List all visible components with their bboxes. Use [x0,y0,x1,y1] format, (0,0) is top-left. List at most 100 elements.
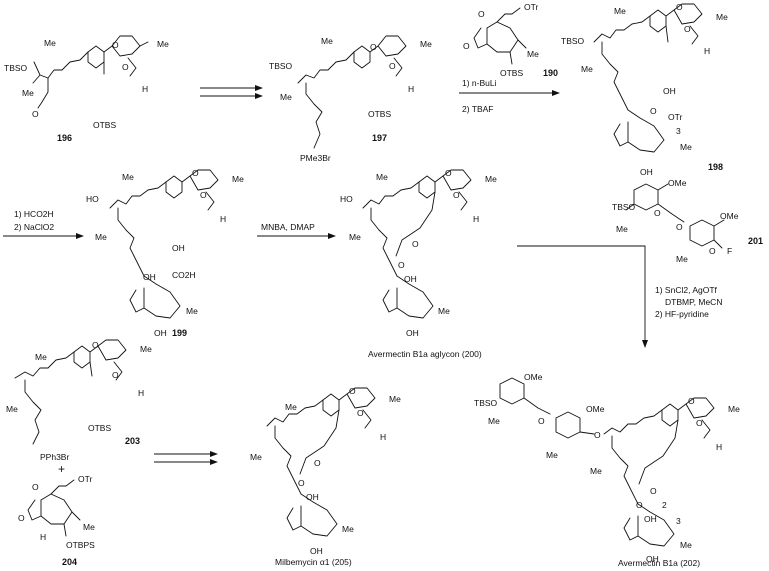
196-label-5: O [112,40,119,50]
205-label-4: OH [306,492,319,502]
198-label-2: Me [581,64,593,74]
205-label-9: Me [389,394,401,404]
203-label-4: O [92,340,99,350]
198-label-9: O [676,2,683,12]
196-label-3: O [32,109,39,119]
204-label-1: OTr [78,474,92,484]
201-id: 201 [748,236,763,246]
197-label-1: Me [321,36,333,46]
190-label-4: OTBS [500,68,523,78]
199-label-8: O [192,168,199,178]
202-label-5: O [538,416,545,426]
plus-sign: + [58,462,65,476]
arrow-197-198-cond-0: 1) n-BuLi [462,78,497,88]
204-label-0: O [32,482,39,492]
203-label-7: H [138,388,144,398]
202-label-0: TBSO [474,398,498,408]
203-label-1: Me [6,404,18,414]
199-label-2: Me [95,232,107,242]
arrow-197-198: 1) n-BuLi 2) TBAF [459,78,560,114]
arrow-198-199-cond-0: 1) HCO2H [14,209,54,219]
202-label-4: Me [546,450,558,460]
202-label-11: 2 [662,500,667,510]
203-label-3: OTBS [88,423,111,433]
205-label-1: Me [250,452,262,462]
200-label-7: OH [406,328,419,338]
198-label-3: OH [663,86,676,96]
201-label-3: Me [616,224,628,234]
204-label-4: H [40,532,46,542]
196-label-4: OTBS [93,120,116,130]
arrow-203-205 [154,451,218,465]
199-label-10: Me [232,174,244,184]
198-label-0: TBSO [561,36,585,46]
205-label-3: O [298,478,305,488]
arrow-200-202-cond-1: DTBMP, MeCN [665,297,722,307]
201-label-4: O [654,208,661,218]
200-label-1: Me [376,172,388,182]
190-id: 190 [543,68,558,78]
201-label-1: OMe [668,178,687,188]
198-label-11: Me [716,12,728,22]
197-label-5: O [370,42,377,52]
205-label-0: Me [285,402,297,412]
200-label-11: H [473,214,479,224]
arrow-198-199-cond-1: 2) NaClO2 [14,222,54,232]
compound-200: HO Me Me O O OH Me OH O O Me H Avermecti… [340,168,497,359]
205-label-6: OH [310,546,323,556]
202-label-9: O [636,500,643,510]
200-name: Avermectin B1a aglycon (200) [368,349,482,359]
202-label-1: OMe [524,372,543,382]
198-label-1: Me [614,6,626,16]
196-label-6: O [122,62,129,72]
205-label-2: O [314,458,321,468]
196-label-0: TBSO [4,63,28,73]
196-id: 196 [57,133,72,143]
197-label-0: TBSO [269,61,293,71]
204-label-2: O [18,513,25,523]
199-label-4: CO2H [172,270,196,280]
197-label-3: PMe3Br [300,153,331,163]
198-label-7: Me [680,142,692,152]
199-label-11: H [220,214,226,224]
198-id: 198 [708,162,723,172]
199-label-1: Me [122,172,134,182]
199-label-0: HO [86,194,99,204]
198-label-5: O [650,106,657,116]
190-label-1: OTr [524,2,538,12]
201-label-5: O [676,222,683,232]
205-name: Milbemycin α1 (205) [275,557,352,567]
199-label-6: Me [186,306,198,316]
compound-201: TBSO OMe OMe Me O O Me O F 201 [612,178,763,264]
compound-204: O OTr O Me H OTBPS 204 [18,474,95,567]
205-label-8: O [357,408,364,418]
201-label-0: TBSO [612,202,636,212]
arrow-200-202-cond-2: 2) HF-pyridine [655,309,709,319]
200-label-8: O [445,168,452,178]
205-label-7: O [349,386,356,396]
203-label-0: Me [35,352,47,362]
200-label-2: Me [349,232,361,242]
201-label-8: F [727,246,732,256]
200-label-9: O [453,190,460,200]
198-label-12: H [704,46,710,56]
arrow-200-202-cond-0: 1) SnCl2, AgOTf [655,285,718,295]
197-label-7: Me [420,39,432,49]
compound-190: O OTr O Me OTBS 190 [463,2,558,78]
200-label-3: O [412,239,419,249]
201-label-7: O [709,246,716,256]
196-label-2: Me [22,88,34,98]
199-label-3: OH [172,243,185,253]
199-label-9: O [200,190,207,200]
200-label-4: O [398,260,405,270]
196-label-7: Me [157,39,169,49]
200-label-5: OH [404,274,417,284]
200-label-0: HO [340,194,353,204]
arrow-196-197 [200,85,263,99]
198-label-4: OTr [668,112,682,122]
199-label-5: OH [143,272,156,282]
190-label-2: O [463,41,470,51]
203-label-2: PPh3Br [40,452,69,462]
198-label-8: OH [640,167,653,177]
